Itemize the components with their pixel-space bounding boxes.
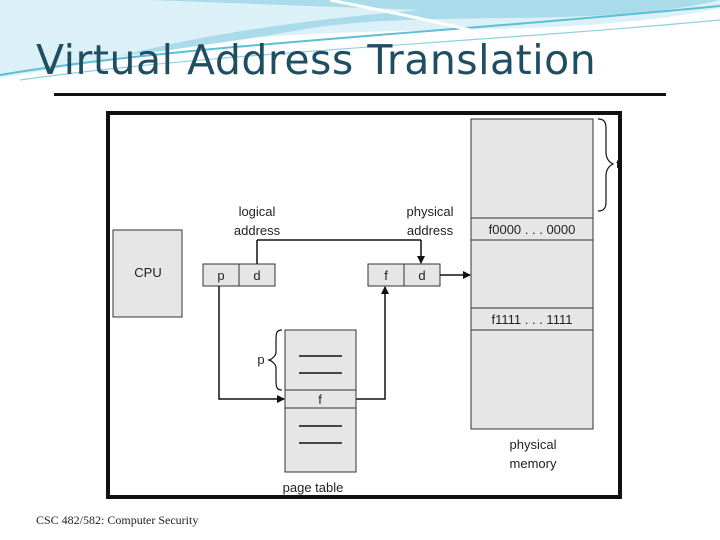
page-table-entry-row [284,389,357,409]
physical-memory-label-line1: physical [510,437,557,452]
frame-start-label: f0000 . . . 0000 [489,222,576,237]
frame-end-label: f1111 . . . 1111 [492,312,573,327]
page-table-entry-label: f [318,392,322,407]
header-swoosh [0,0,720,81]
slide-title: Virtual Address Translation [36,36,597,84]
physical-f-label: f [384,268,388,283]
logical-address-label-line2: address [234,223,281,238]
swoosh-line-1 [0,5,720,76]
physical-address-label-line1: physical [407,204,454,219]
swoosh-line-3 [329,0,471,32]
page-index-brace [267,329,283,391]
logical-address-label-line1: logical [239,204,276,219]
physical-memory-box [470,118,594,430]
frame-to-physical-arrow [356,286,389,400]
physical-address-label-line2: address [407,223,454,238]
swoosh-band-mid [120,0,720,56]
cpu-label: CPU [134,265,161,280]
logical-p-label: p [217,268,224,283]
p-to-page-table-arrow [218,286,285,403]
swoosh-band-light [0,0,720,78]
title-underline [54,93,666,96]
page-index-label: p [257,352,264,367]
physical-d-label: d [418,268,425,283]
frame-brace-label: f [616,159,620,171]
cpu-box [112,229,183,318]
page-table-label: page table [283,480,344,495]
frame-brace [597,118,615,212]
physical-memory-label-line2: memory [510,456,557,471]
swoosh-line-2 [19,19,720,81]
logical-d-label: d [253,268,260,283]
slide-footer: CSC 482/582: Computer Security [36,513,199,527]
